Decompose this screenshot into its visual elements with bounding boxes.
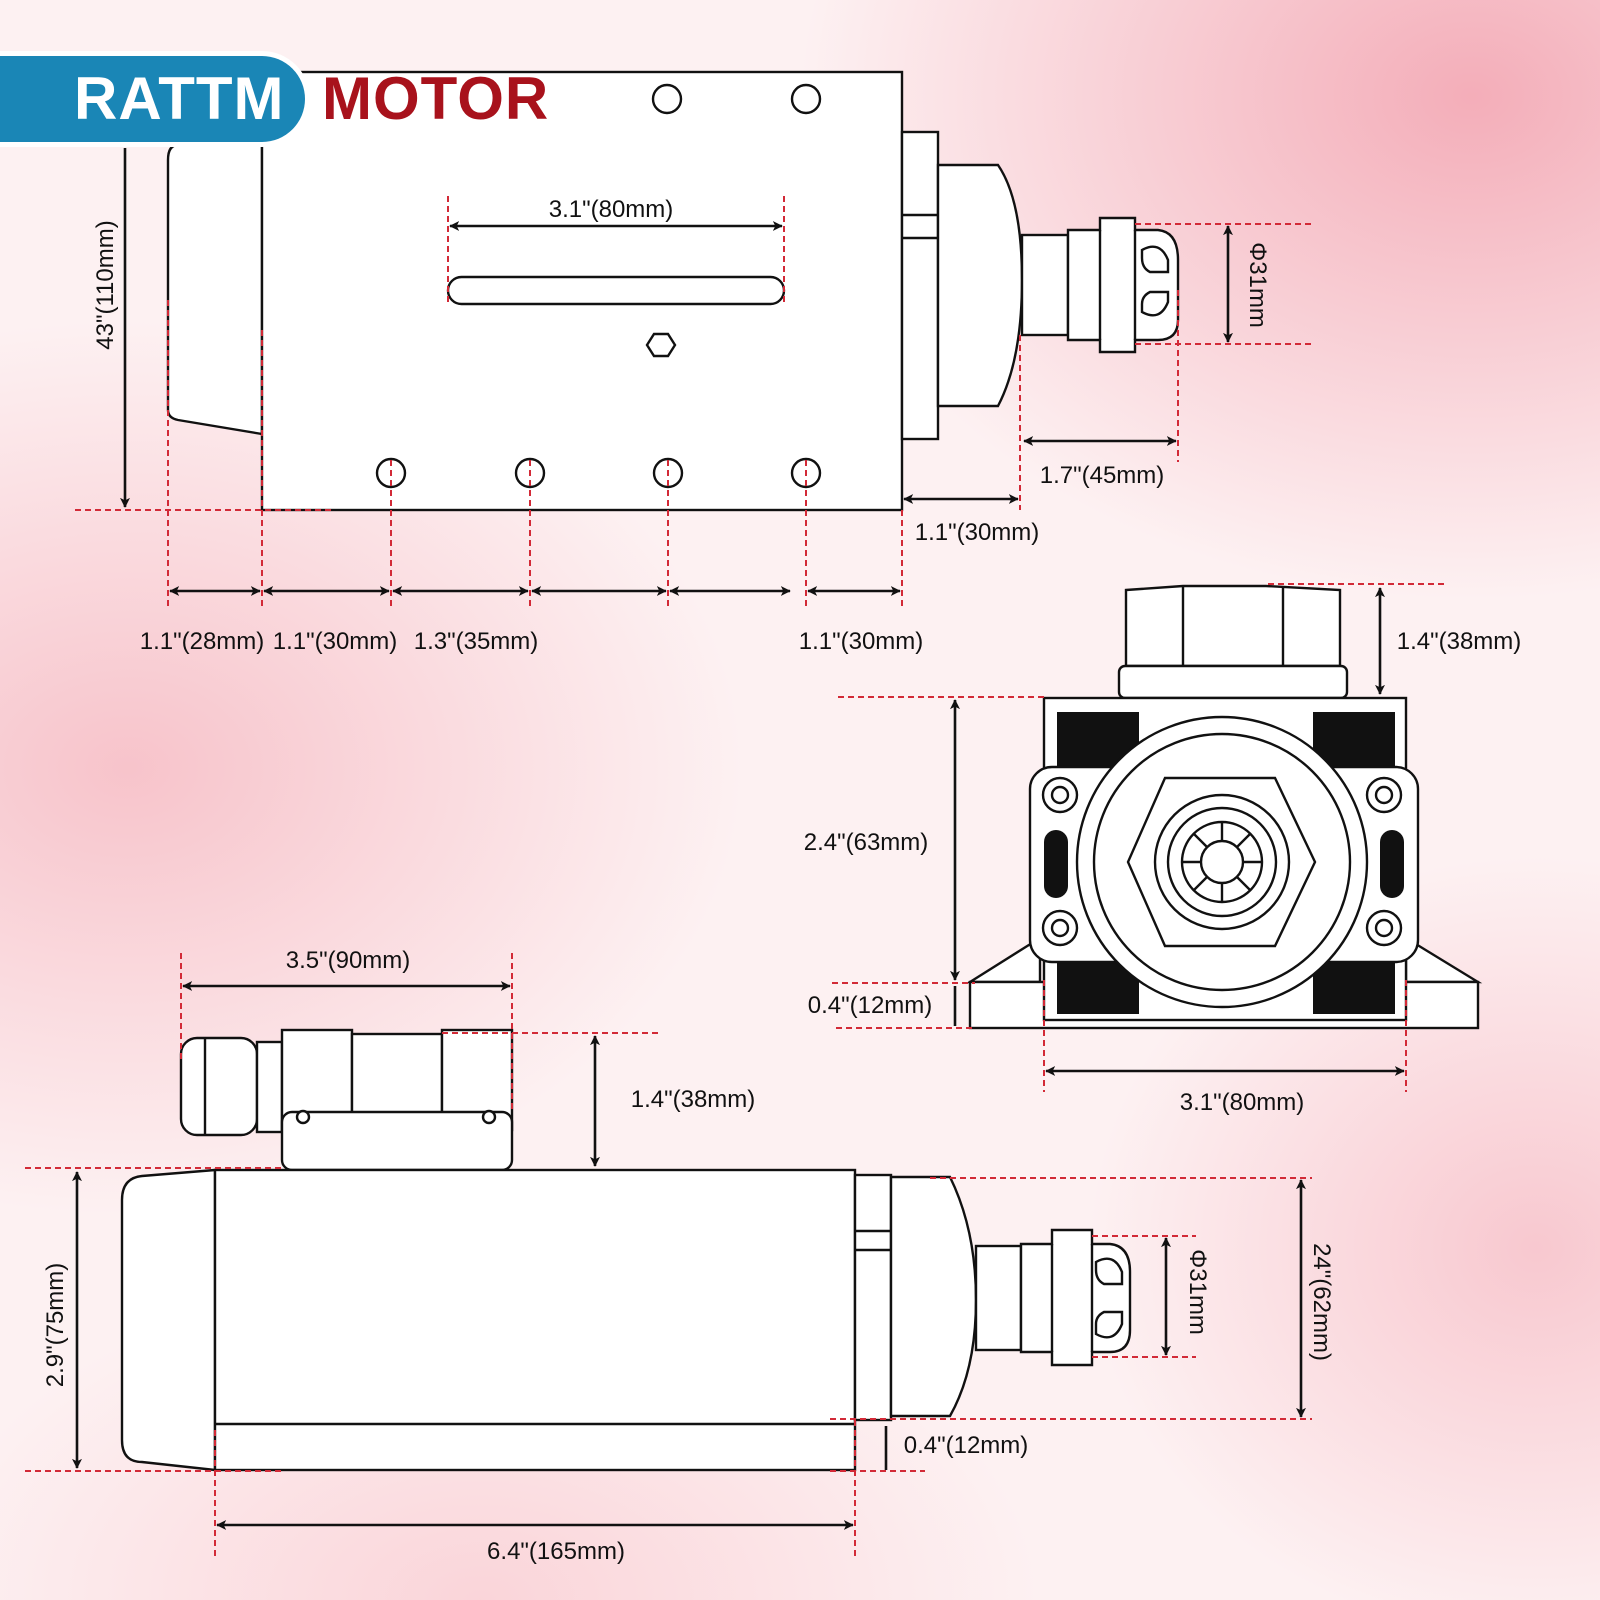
top-view: 43"(110mm) 3.1"(80mm) Φ31mm 1.7"(45mm) 1…	[75, 70, 1315, 655]
top-collet-nut	[1066, 216, 1180, 354]
label-top-collet-dia: Φ31mm	[1244, 242, 1271, 328]
side-flange	[853, 1173, 893, 1422]
side-body	[213, 1168, 857, 1472]
top-rear-cap	[166, 143, 264, 436]
front-view: 1.4"(38mm) 2.4"(63mm) 0.4"(12mm) 3.1"(80…	[804, 583, 1522, 1116]
label-front-body-height: 2.4"(63mm)	[804, 829, 929, 856]
label-side-connector-height: 1.4"(38mm)	[631, 1086, 756, 1113]
label-side-connector-length: 3.5"(90mm)	[286, 947, 411, 974]
top-hole	[651, 83, 683, 115]
label-top-spacing-4: 1.1"(30mm)	[799, 628, 924, 655]
side-collet-neck	[974, 1244, 1023, 1352]
label-side-base-thickness: 0.4"(12mm)	[904, 1432, 1029, 1459]
label-front-width: 3.1"(80mm)	[1180, 1089, 1305, 1116]
side-view: 3.5"(90mm) 1.4"(38mm) 2.9"(75mm) 24"(62m…	[25, 947, 1335, 1565]
label-side-total-height: 2.9"(75mm)	[42, 1263, 69, 1388]
label-top-spacing-3: 1.3"(35mm)	[414, 628, 539, 655]
label-top-slot: 3.1"(80mm)	[549, 196, 674, 223]
brand-logo-left: RATTM	[0, 56, 305, 142]
top-hole	[790, 83, 822, 115]
label-front-connector-height: 1.4"(38mm)	[1397, 628, 1522, 655]
label-top-collet-length: 1.7"(45mm)	[1040, 462, 1165, 489]
front-connector-base	[1117, 664, 1349, 700]
side-cable-gland	[179, 1036, 259, 1137]
front-connector	[1124, 584, 1342, 668]
label-side-body-length: 6.4"(165mm)	[487, 1538, 625, 1565]
top-flange	[900, 130, 940, 441]
label-top-nose: 1.1"(30mm)	[915, 519, 1040, 546]
side-connector-base	[280, 1110, 514, 1172]
brand-name-left: RATTM	[74, 65, 285, 132]
side-collet-nut	[1019, 1228, 1132, 1367]
top-slot	[446, 275, 786, 306]
label-top-spacing-1: 1.1"(28mm)	[140, 628, 265, 655]
top-collet-neck	[1020, 233, 1070, 337]
brand-name-right: MOTOR	[321, 64, 550, 133]
side-nose	[889, 1175, 978, 1418]
top-nose	[936, 163, 1024, 408]
label-side-nose-height: 24"(62mm)	[1308, 1243, 1335, 1361]
label-front-base-height: 0.4"(12mm)	[808, 992, 933, 1019]
label-side-collet-dia: Φ31mm	[1184, 1249, 1211, 1335]
top-hex-bolt	[645, 332, 677, 358]
side-rear-cap	[120, 1168, 217, 1472]
label-top-height: 43"(110mm)	[92, 220, 119, 349]
label-top-spacing-2: 1.1"(30mm)	[273, 628, 398, 655]
